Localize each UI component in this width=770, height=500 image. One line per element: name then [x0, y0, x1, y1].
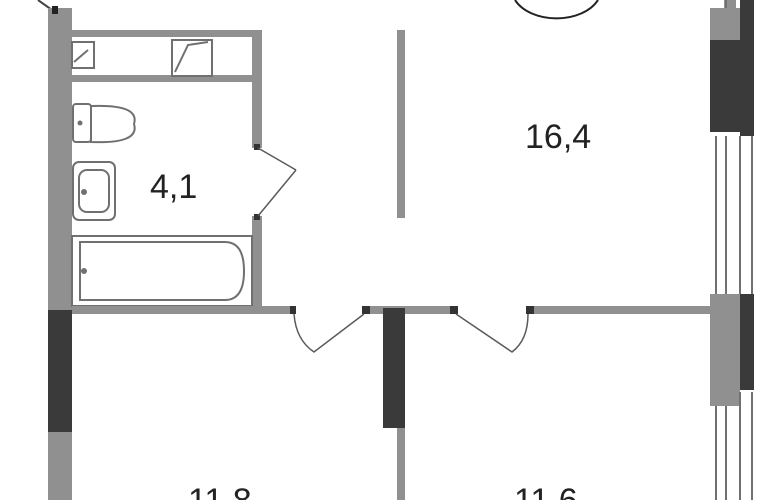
- wall-left-lower: [48, 432, 72, 500]
- wall-left-outer: [48, 8, 72, 310]
- bedroom-right-area-label: 11,6: [514, 482, 578, 500]
- bedroom-left-area-label: 11,8: [188, 482, 252, 500]
- wall-right-dark-2: [740, 294, 754, 390]
- wall-living-partition: [397, 30, 405, 218]
- toilet-icon: [72, 103, 136, 144]
- wall-bath-door-jamb-top: [254, 144, 260, 150]
- bathroom-area-label: 4,1: [150, 168, 197, 206]
- window: [715, 0, 753, 500]
- wall-bath-shelf: [72, 75, 262, 82]
- wall-right-strip-1: [724, 0, 736, 8]
- wall-left-mark: [52, 6, 58, 14]
- wall-right-outer-top: [710, 8, 740, 40]
- wall-mid-jamb-2: [362, 306, 370, 314]
- bathtub-icon: [71, 235, 253, 307]
- wall-bath-top: [72, 30, 262, 37]
- wall-mid-left: [72, 306, 294, 314]
- wall-right-dark-1b: [740, 0, 754, 136]
- door-swing-icon: [257, 147, 297, 217]
- door-swing-icon: [455, 313, 529, 353]
- wall-bath-right-lower: [252, 216, 262, 310]
- sink-icon: [72, 161, 116, 221]
- wall-right-dark-1: [710, 40, 740, 132]
- wall-mid-right: [530, 306, 710, 314]
- wall-bedrooms-lower: [397, 428, 405, 500]
- wall-left-dark: [48, 310, 72, 432]
- wall-bedrooms-dark: [383, 308, 405, 428]
- wall-mid-jamb-1: [290, 306, 296, 314]
- wall-bath-door-jamb-bottom: [254, 214, 260, 220]
- compass-icon: [514, 0, 599, 20]
- wall-right-pier: [710, 294, 740, 406]
- washing-machine-icon: [71, 39, 213, 77]
- wall-mid-jamb-3: [450, 306, 458, 314]
- living-room-area-label: 16,4: [525, 118, 591, 156]
- wall-mid-jamb-4: [526, 306, 534, 314]
- wall-mid-center: [362, 306, 454, 314]
- door-swing-icon: [293, 313, 365, 353]
- wall-bath-right-upper: [252, 30, 262, 148]
